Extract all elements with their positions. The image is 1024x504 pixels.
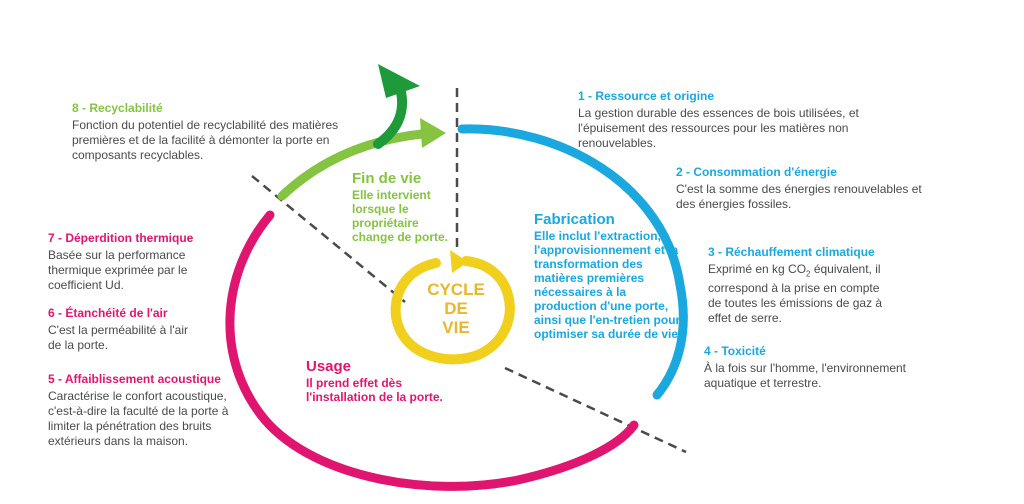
criterion-2: 2 - Consommation d'énergie C'est la somm… — [676, 165, 926, 212]
center-line-2: DE — [444, 299, 468, 318]
phase-fabrication-title: Fabrication — [534, 211, 615, 228]
end-of-life-arc — [277, 129, 427, 201]
criterion-6-text: C'est la perméabilité à l'air de la port… — [48, 323, 188, 352]
criterion-8: 8 - Recyclabilité Fonction du potentiel … — [72, 101, 362, 163]
recycling-arrow — [373, 87, 408, 149]
end-of-life-arrowhead — [420, 118, 446, 148]
center-label: CYCLE DE VIE — [408, 280, 504, 337]
fabrication-arc — [457, 124, 688, 400]
criterion-6-title: 6 - Étanchéité de l'air — [48, 306, 168, 320]
phase-end-of-life-text: Elle intervient lorsque le propriétaire … — [352, 188, 449, 244]
criterion-6: 6 - Étanchéité de l'air C'est la perméab… — [48, 306, 188, 353]
criterion-5-text: Caractérise le confort acoustique, c'est… — [48, 389, 229, 448]
center-cycle-arrowhead — [450, 250, 468, 273]
criterion-7-title: 7 - Déperdition thermique — [48, 231, 194, 245]
criterion-5: 5 - Affaiblissement acoustique Caractéri… — [48, 372, 248, 449]
center-line-3: VIE — [442, 318, 470, 337]
criterion-3-text-before: Exprimé en kg CO — [708, 262, 807, 276]
separator-left-diagonal — [251, 175, 406, 303]
criterion-8-title: 8 - Recyclabilité — [72, 101, 163, 115]
criterion-2-text: C'est la somme des énergies renouvelable… — [676, 182, 922, 211]
criterion-4-title: 4 - Toxicité — [704, 344, 766, 358]
criterion-3-text-after: équivalent, il correspond à la prise en … — [708, 262, 883, 326]
criterion-4-text: À la fois sur l'homme, l'environnement a… — [704, 361, 907, 390]
phase-end-of-life: Fin de vie Elle intervient lorsque le pr… — [352, 170, 452, 244]
criterion-7-text: Basée sur la performance thermique expri… — [48, 248, 188, 292]
criterion-4: 4 - Toxicité À la fois sur l'homme, l'en… — [704, 344, 934, 391]
phase-usage: Usage Il prend effet dès l'installation … — [306, 358, 474, 404]
criterion-1-text: La gestion durable des essences de bois … — [578, 106, 859, 150]
criterion-1: 1 - Ressource et origine La gestion dura… — [578, 89, 878, 151]
criterion-3-title: 3 - Réchauffement climatique — [708, 245, 875, 259]
criterion-2-title: 2 - Consommation d'énergie — [676, 165, 837, 179]
phase-end-of-life-title: Fin de vie — [352, 170, 422, 187]
criterion-3-text: Exprimé en kg CO2 équivalent, il corresp… — [708, 262, 888, 326]
phase-fabrication: Fabrication Elle inclut l'extraction, l'… — [534, 211, 686, 341]
separator-right-diagonal — [504, 366, 687, 454]
recycling-arrowhead — [378, 64, 420, 98]
criterion-3: 3 - Réchauffement climatique Exprimé en … — [708, 245, 888, 326]
criterion-1-title: 1 - Ressource et origine — [578, 89, 715, 103]
usage-arc — [225, 210, 639, 491]
criterion-8-text: Fonction du potentiel de recyclabilité d… — [72, 118, 339, 162]
phase-fabrication-text: Elle inclut l'extraction, l'approvisionn… — [534, 229, 682, 341]
center-line-1: CYCLE — [427, 280, 485, 299]
criterion-5-title: 5 - Affaiblissement acoustique — [48, 372, 221, 386]
phase-usage-text: Il prend effet dès l'installation de la … — [306, 376, 443, 404]
co2-subscript: 2 — [806, 269, 811, 279]
phase-usage-title: Usage — [306, 358, 352, 375]
center-cycle-ring — [390, 256, 515, 365]
criterion-7: 7 - Déperdition thermique Basée sur la p… — [48, 231, 218, 293]
